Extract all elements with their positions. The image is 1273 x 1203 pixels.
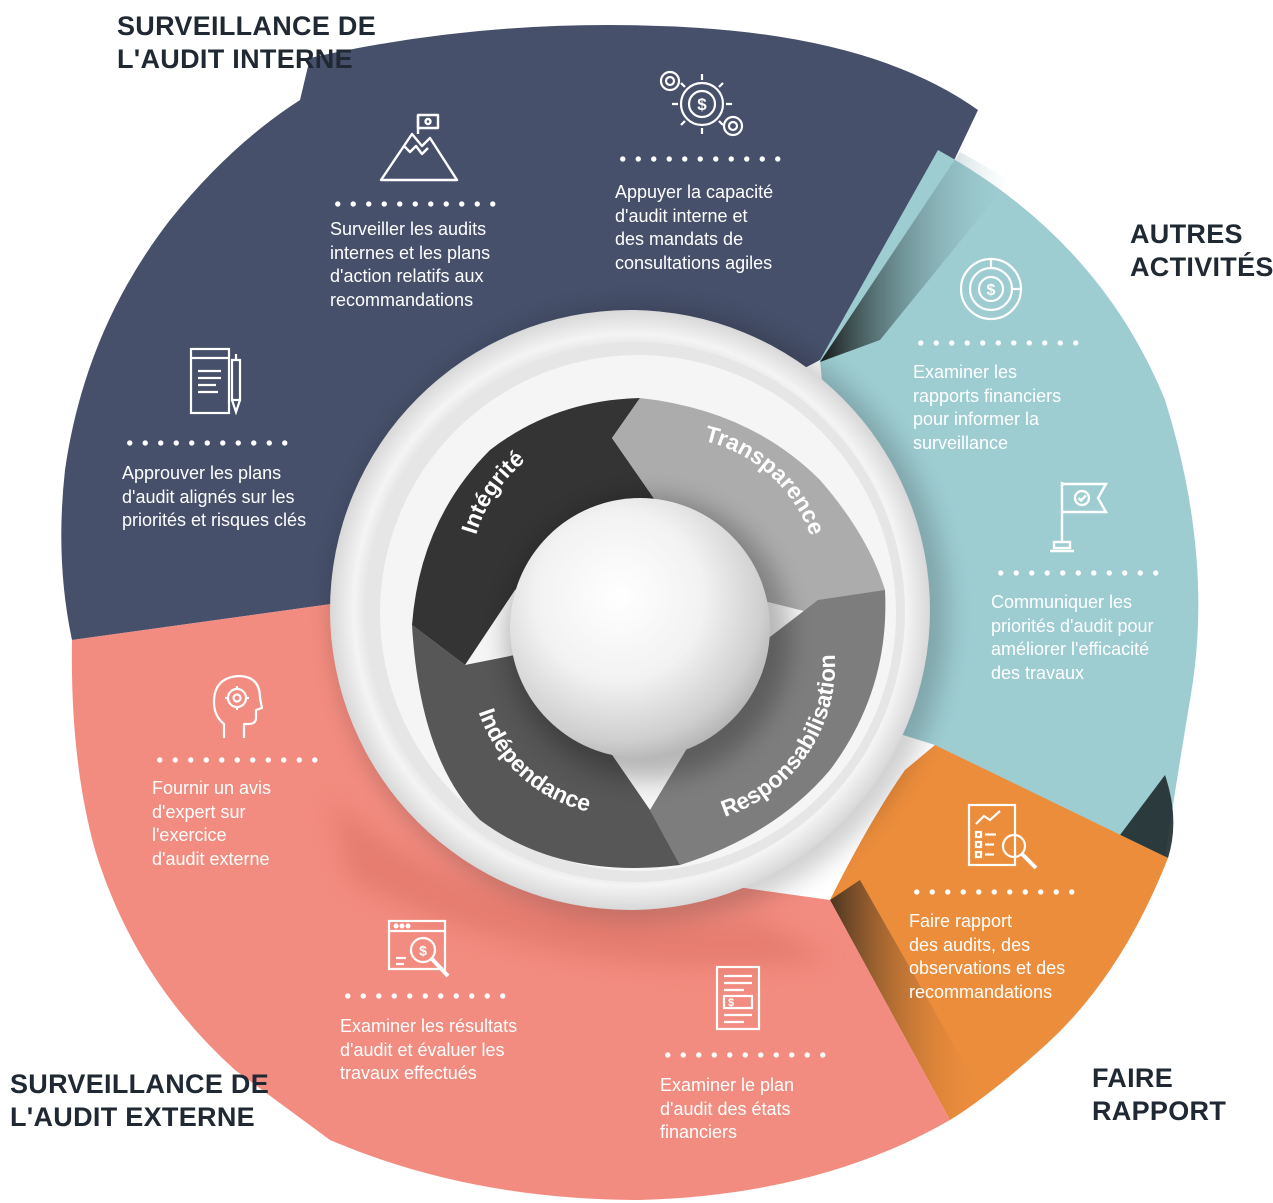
internal-item-monitor-line: recommandations <box>330 289 474 310</box>
report-item-audits-line: des audits, des <box>909 934 1031 955</box>
other-item-communicate: Communiquer les priorités d'audit pour a… <box>991 591 1154 685</box>
dotted-divider <box>615 156 787 162</box>
dotted-divider <box>152 757 324 763</box>
internal-item-support-line: d'audit interne et <box>615 205 748 226</box>
external-item-results-line: Examiner les résultats <box>340 1016 518 1036</box>
other-activities-title-line: AUTRES <box>1130 219 1243 249</box>
internal-item-approve-line: d'audit alignés sur les <box>122 486 295 507</box>
svg-text:$: $ <box>419 943 427 959</box>
dotted-divider <box>993 570 1165 576</box>
report-title-line: RAPPORT <box>1092 1096 1227 1126</box>
other-activities-title-line: ACTIVITÉS <box>1130 252 1273 282</box>
financial-statement-icon: $ <box>715 965 761 1031</box>
external-item-plan: Examiner le plan d'audit des états finan… <box>660 1074 794 1145</box>
dotted-divider <box>340 993 512 999</box>
other-activities-shadow-bottom <box>1120 775 1174 858</box>
dotted-divider <box>913 340 1085 346</box>
report-magnifier-icon <box>967 803 1038 870</box>
other-item-review-line: Examiner les <box>913 362 1018 382</box>
external-item-expert-line: l'exercice <box>152 825 227 845</box>
independence-arrow <box>412 625 680 868</box>
internal-audit-title: SURVEILLANCE DE L'AUDIT INTERNE <box>117 10 376 76</box>
other-item-review: Examiner les rapports financiers pour in… <box>913 361 1061 455</box>
other-activities-title: AUTRES ACTIVITÉS <box>1130 218 1273 284</box>
external-item-results: Examiner les résultats d'audit et évalue… <box>340 1015 517 1086</box>
other-item-communicate-line: Communiquer les <box>991 592 1133 612</box>
external-item-plan-line: d'audit des états <box>660 1098 791 1119</box>
browser-dollar-search-icon: $ <box>387 919 450 978</box>
other-item-communicate-line: améliorer l'efficacité <box>991 639 1150 659</box>
report-shadow <box>830 880 985 1120</box>
external-item-results-line: d'audit et évaluer les <box>340 1039 505 1060</box>
other-activities-shadow <box>820 152 1010 362</box>
external-item-expert-line: Fournir un avis <box>152 778 272 798</box>
svg-text:$: $ <box>697 95 707 114</box>
transparency-arrow <box>612 398 885 620</box>
other-item-review-line: pour informer la <box>913 409 1040 429</box>
external-item-expert: Fournir un avis d'expert sur l'exercice … <box>152 777 271 871</box>
head-gear-icon <box>212 674 264 738</box>
internal-item-monitor: Surveiller les audits internes et les pl… <box>330 218 490 312</box>
report-title: FAIRE RAPPORT <box>1092 1062 1226 1128</box>
svg-text:$: $ <box>728 997 734 1009</box>
dotted-divider <box>122 440 294 446</box>
center-sphere <box>510 498 770 758</box>
internal-item-support-line: Appuyer la capacité <box>615 182 774 202</box>
external-item-expert-line: d'expert sur <box>152 801 246 822</box>
svg-text:$: $ <box>987 282 996 299</box>
values-pinwheel <box>412 398 886 868</box>
external-item-expert-line: d'audit externe <box>152 848 270 869</box>
other-item-review-line: rapports financiers <box>913 385 1062 406</box>
internal-item-approve-line: Approuver les plans <box>122 463 282 483</box>
external-audit-title-line: SURVEILLANCE DE <box>10 1069 270 1099</box>
internal-audit-title-line: SURVEILLANCE DE <box>117 11 377 41</box>
report-item-audits-line: observations et des <box>909 958 1066 978</box>
other-item-communicate-line: priorités d'audit pour <box>991 615 1154 636</box>
internal-item-support-line: consultations agiles <box>615 252 773 273</box>
internal-audit-title-line: L'AUDIT INTERNE <box>117 44 353 74</box>
report-item-audits-line: recommandations <box>909 981 1053 1002</box>
accountability-arrow <box>650 590 886 865</box>
internal-item-support: Appuyer la capacité d'audit interne et d… <box>615 181 773 275</box>
integrity-arrow <box>412 398 655 665</box>
internal-item-monitor-line: Surveiller les audits <box>330 219 487 239</box>
other-item-communicate-line: des travaux <box>991 662 1085 683</box>
report-title-line: FAIRE <box>1092 1063 1174 1093</box>
flag-check-icon <box>1050 482 1109 553</box>
internal-item-support-line: des mandats de <box>615 229 744 249</box>
internal-item-approve-line: priorités et risques clés <box>122 510 307 530</box>
report-item-audits-line: Faire rapport <box>909 911 1013 931</box>
external-item-plan-line: Examiner le plan <box>660 1075 795 1095</box>
other-item-review-line: surveillance <box>913 432 1009 453</box>
dollar-target-icon: $ <box>959 257 1023 321</box>
report-item-audits: Faire rapport des audits, des observatio… <box>909 910 1065 1004</box>
mountain-flag-icon <box>379 113 459 182</box>
external-item-results-line: travaux effectués <box>340 1063 477 1083</box>
external-audit-title: SURVEILLANCE DE L'AUDIT EXTERNE <box>10 1068 269 1134</box>
document-pen-icon <box>189 347 242 416</box>
dotted-divider <box>909 889 1081 895</box>
dotted-divider <box>660 1052 832 1058</box>
internal-item-monitor-line: d'action relatifs aux <box>330 266 484 286</box>
external-audit-inner-shade <box>330 800 830 967</box>
external-item-plan-line: financiers <box>660 1122 738 1142</box>
dollar-gears-icon: $ <box>659 70 744 137</box>
internal-item-monitor-line: internes et les plans <box>330 242 491 263</box>
external-audit-title-line: L'AUDIT EXTERNE <box>10 1102 255 1132</box>
dotted-divider <box>330 201 502 207</box>
internal-item-approve: Approuver les plans d'audit alignés sur … <box>122 462 306 533</box>
